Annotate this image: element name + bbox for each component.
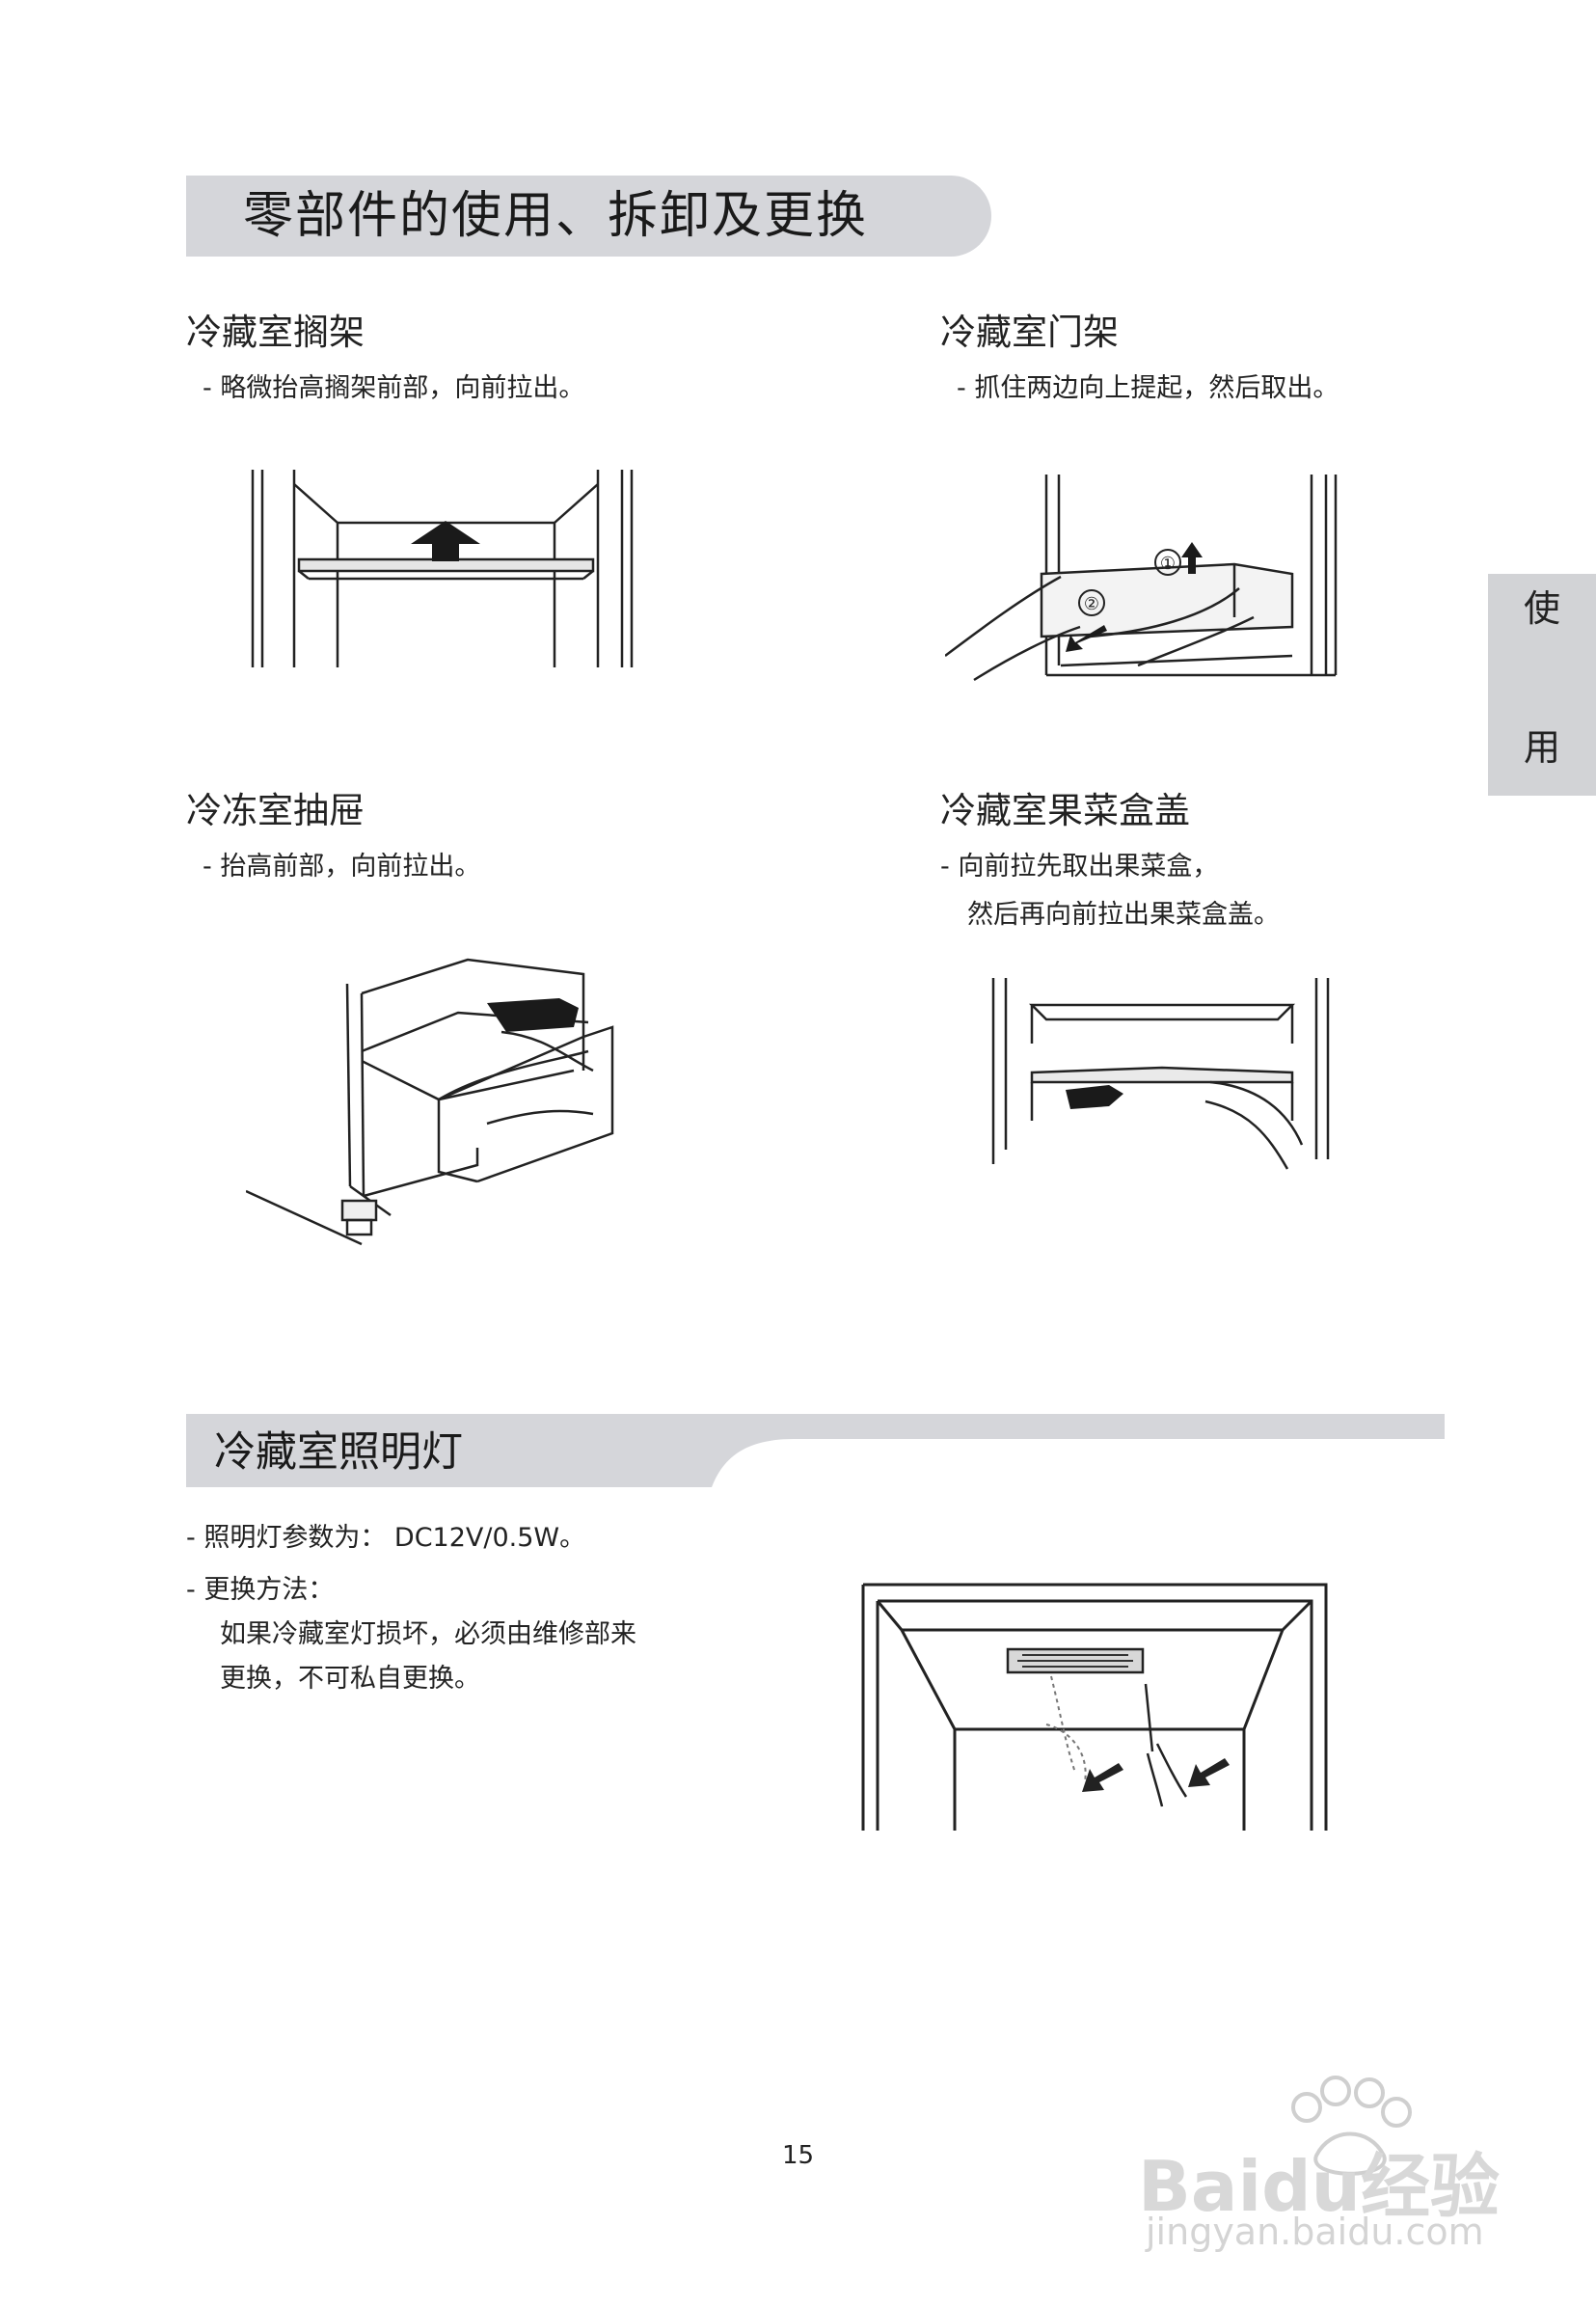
baidu-watermark: Baidu经验 jingyan.baidu.com [1138, 2064, 1504, 2257]
lighting-method-label: - 更换方法： [186, 1575, 335, 1605]
lighting-spec: - 照明灯参数为： DC12V/0.5W。 [186, 1523, 586, 1553]
shelf-illustration [241, 465, 646, 677]
door-rack-illustration: ① ② [945, 473, 1369, 685]
section-desc-crisper-cover-line-2: 然后再向前拉出果菜盒盖。 [967, 900, 1280, 930]
section-desc-shelf: - 略微抬高搁架前部，向前拉出。 [203, 373, 585, 403]
step-1-marker: ① [1160, 554, 1176, 574]
side-tab: 使 用 [1488, 574, 1596, 796]
watermark-brand: Baidu经验 [1138, 2146, 1500, 2227]
section-heading-crisper-cover: 冷藏室果菜盒盖 [940, 790, 1190, 831]
side-tab-char-1: 使 [1524, 587, 1561, 630]
lighting-method-line-1: 如果冷藏室灯损坏，必须由维修部来 [220, 1619, 636, 1649]
section-desc-freezer-drawer: - 抬高前部，向前拉出。 [203, 852, 481, 882]
page-number: 15 [781, 2141, 815, 2170]
lamp-illustration [858, 1580, 1331, 1835]
section-desc-door-rack: - 抓住两边向上提起，然后取出。 [957, 373, 1339, 403]
page-title: 零部件的使用、拆卸及更换 [243, 187, 869, 245]
watermark-url: jingyan.baidu.com [1146, 2211, 1484, 2253]
side-tab-char-2: 用 [1524, 726, 1561, 769]
section-heading-door-rack: 冷藏室门架 [940, 312, 1119, 353]
lighting-method-line-2: 更换，不可私自更换。 [220, 1664, 480, 1694]
step-2-marker: ② [1084, 594, 1099, 614]
crisper-cover-illustration [988, 976, 1345, 1179]
section-desc-crisper-cover-line-1: - 向前拉先取出果菜盒， [940, 852, 1219, 882]
lighting-heading: 冷藏室照明灯 [214, 1428, 463, 1477]
title-banner [186, 176, 991, 257]
lighting-banner [186, 1414, 1445, 1487]
section-heading-freezer-drawer: 冷冻室抽屉 [186, 790, 365, 831]
section-heading-shelf: 冷藏室搁架 [186, 312, 365, 353]
freezer-drawer-illustration [246, 955, 651, 1254]
